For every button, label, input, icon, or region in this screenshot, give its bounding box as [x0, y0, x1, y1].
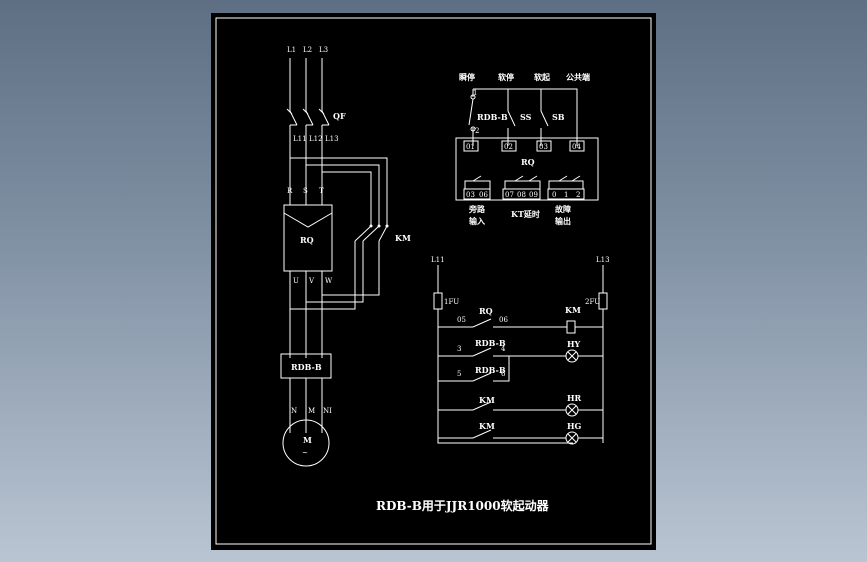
protector-label: RDB-B — [291, 362, 322, 372]
output-term-2: 2 — [576, 191, 580, 199]
input-term-01: 01 — [466, 143, 475, 151]
output-term-03: 03 — [466, 191, 475, 199]
terminal-top-label-3: 软起 — [534, 72, 551, 82]
fuse-left — [433, 292, 443, 310]
bottom-label-bypass-1: 旁路 — [468, 204, 486, 214]
input-term-03: 03 — [539, 143, 548, 151]
line-label-l11: L11 — [293, 135, 307, 143]
row4-contact: KM — [479, 395, 495, 405]
terminal-unit-label: RQ — [521, 157, 535, 167]
row5-contact: KM — [479, 421, 495, 431]
schematic-canvas: L1 L2 L3 QF L11 L12 L13 KM R S T RQ U V … — [215, 17, 652, 545]
row3-from: 5 — [457, 370, 461, 378]
phase-label-l2: L2 — [303, 46, 312, 54]
switch-rdb — [468, 98, 474, 146]
drawing-frame — [215, 17, 652, 545]
terminal-top-label-4: 公共端 — [566, 72, 590, 82]
km-coil — [566, 320, 576, 334]
row2-load: HY — [567, 339, 581, 349]
motor-ac-symbol: ~ — [302, 449, 308, 457]
row5-load: HG — [567, 421, 582, 431]
fuse-left-label: 1FU — [444, 298, 459, 306]
fuse-right-label: 2FU — [585, 298, 600, 306]
breaker-label: QF — [333, 111, 346, 121]
output-term-07: 07 — [505, 191, 514, 199]
output-term-0: 0 — [552, 191, 556, 199]
drawing-sheet: L1 L2 L3 QF L11 L12 L13 KM R S T RQ U V … — [211, 13, 656, 550]
motor-term-n: N — [291, 407, 297, 415]
row3-contact: RDB-B — [475, 365, 506, 375]
switch-label-sb: SB — [552, 112, 565, 122]
terminal-unit-box — [455, 137, 599, 201]
motor-term-m: M — [308, 407, 315, 415]
bottom-label-kt: KT延时 — [511, 209, 540, 219]
row1-from: 05 — [457, 316, 466, 324]
drawing-title: RDB-B用于JJR1000软起动器 — [376, 498, 550, 513]
bottom-label-fault-1: 故障 — [555, 204, 571, 214]
terminal-top-label-1: 瞬停 — [459, 72, 475, 82]
row1-contact: RQ — [479, 306, 493, 316]
right-bus-label: L13 — [596, 256, 610, 264]
lamp-hr — [565, 403, 579, 417]
output-term-1: 1 — [564, 191, 568, 199]
soft-starter-box — [283, 204, 333, 272]
switch-label-rdb: RDB-B — [477, 112, 508, 122]
fuse-right — [598, 292, 608, 310]
input-term-02: 02 — [504, 143, 513, 151]
row1-load: KM — [565, 305, 581, 315]
row2-from: 3 — [457, 345, 461, 353]
starter-out-w: W — [325, 277, 333, 285]
phase-label-l3: L3 — [319, 46, 328, 54]
terminal-top-label-2: 软停 — [498, 72, 514, 82]
left-bus-label: L11 — [431, 256, 445, 264]
starter-out-u: U — [293, 277, 299, 285]
switch-number-1: 1 — [473, 89, 477, 97]
line-label-l13: L13 — [325, 135, 339, 143]
row2-contact: RDB-B — [475, 338, 506, 348]
motor-label: M — [303, 435, 312, 445]
input-term-04: 04 — [572, 143, 581, 151]
switch-label-ss: SS — [520, 112, 532, 122]
row1-to: 06 — [499, 316, 508, 324]
control-circuit: L11 L13 1FU 2FU 05 RQ 06 KM 3 RDB-B 4 HY… — [431, 256, 610, 445]
main-circuit: L1 L2 L3 QF L11 L12 L13 KM R S T RQ U V … — [280, 46, 411, 467]
motor-symbol — [282, 419, 330, 467]
starter-out-v: V — [308, 277, 315, 285]
motor-term-ni: NI — [323, 407, 332, 415]
bypass-contacts — [354, 225, 388, 242]
switch-number-2: 2 — [475, 127, 479, 135]
lamp-hy — [565, 349, 579, 363]
switch-ss — [507, 110, 516, 146]
row3-to: 6 — [501, 370, 506, 378]
bypass-label: KM — [395, 233, 411, 243]
phase-label-l1: L1 — [287, 46, 296, 54]
line-label-l12: L12 — [309, 135, 323, 143]
row2-to: 4 — [501, 345, 506, 353]
output-term-06: 06 — [479, 191, 488, 199]
switch-sb — [540, 110, 549, 146]
bottom-label-fault-2: 输出 — [555, 216, 571, 226]
terminal-diagram: 瞬停 软停 软起 公共端 1 2 RDB-B SS SB 01 02 03 04… — [455, 72, 599, 226]
soft-starter-label: RQ — [300, 235, 314, 245]
lamp-hg — [565, 431, 579, 445]
row4-load: HR — [567, 393, 582, 403]
bottom-label-bypass-2: 输入 — [469, 216, 485, 226]
output-term-09: 09 — [529, 191, 538, 199]
output-term-08: 08 — [517, 191, 526, 199]
